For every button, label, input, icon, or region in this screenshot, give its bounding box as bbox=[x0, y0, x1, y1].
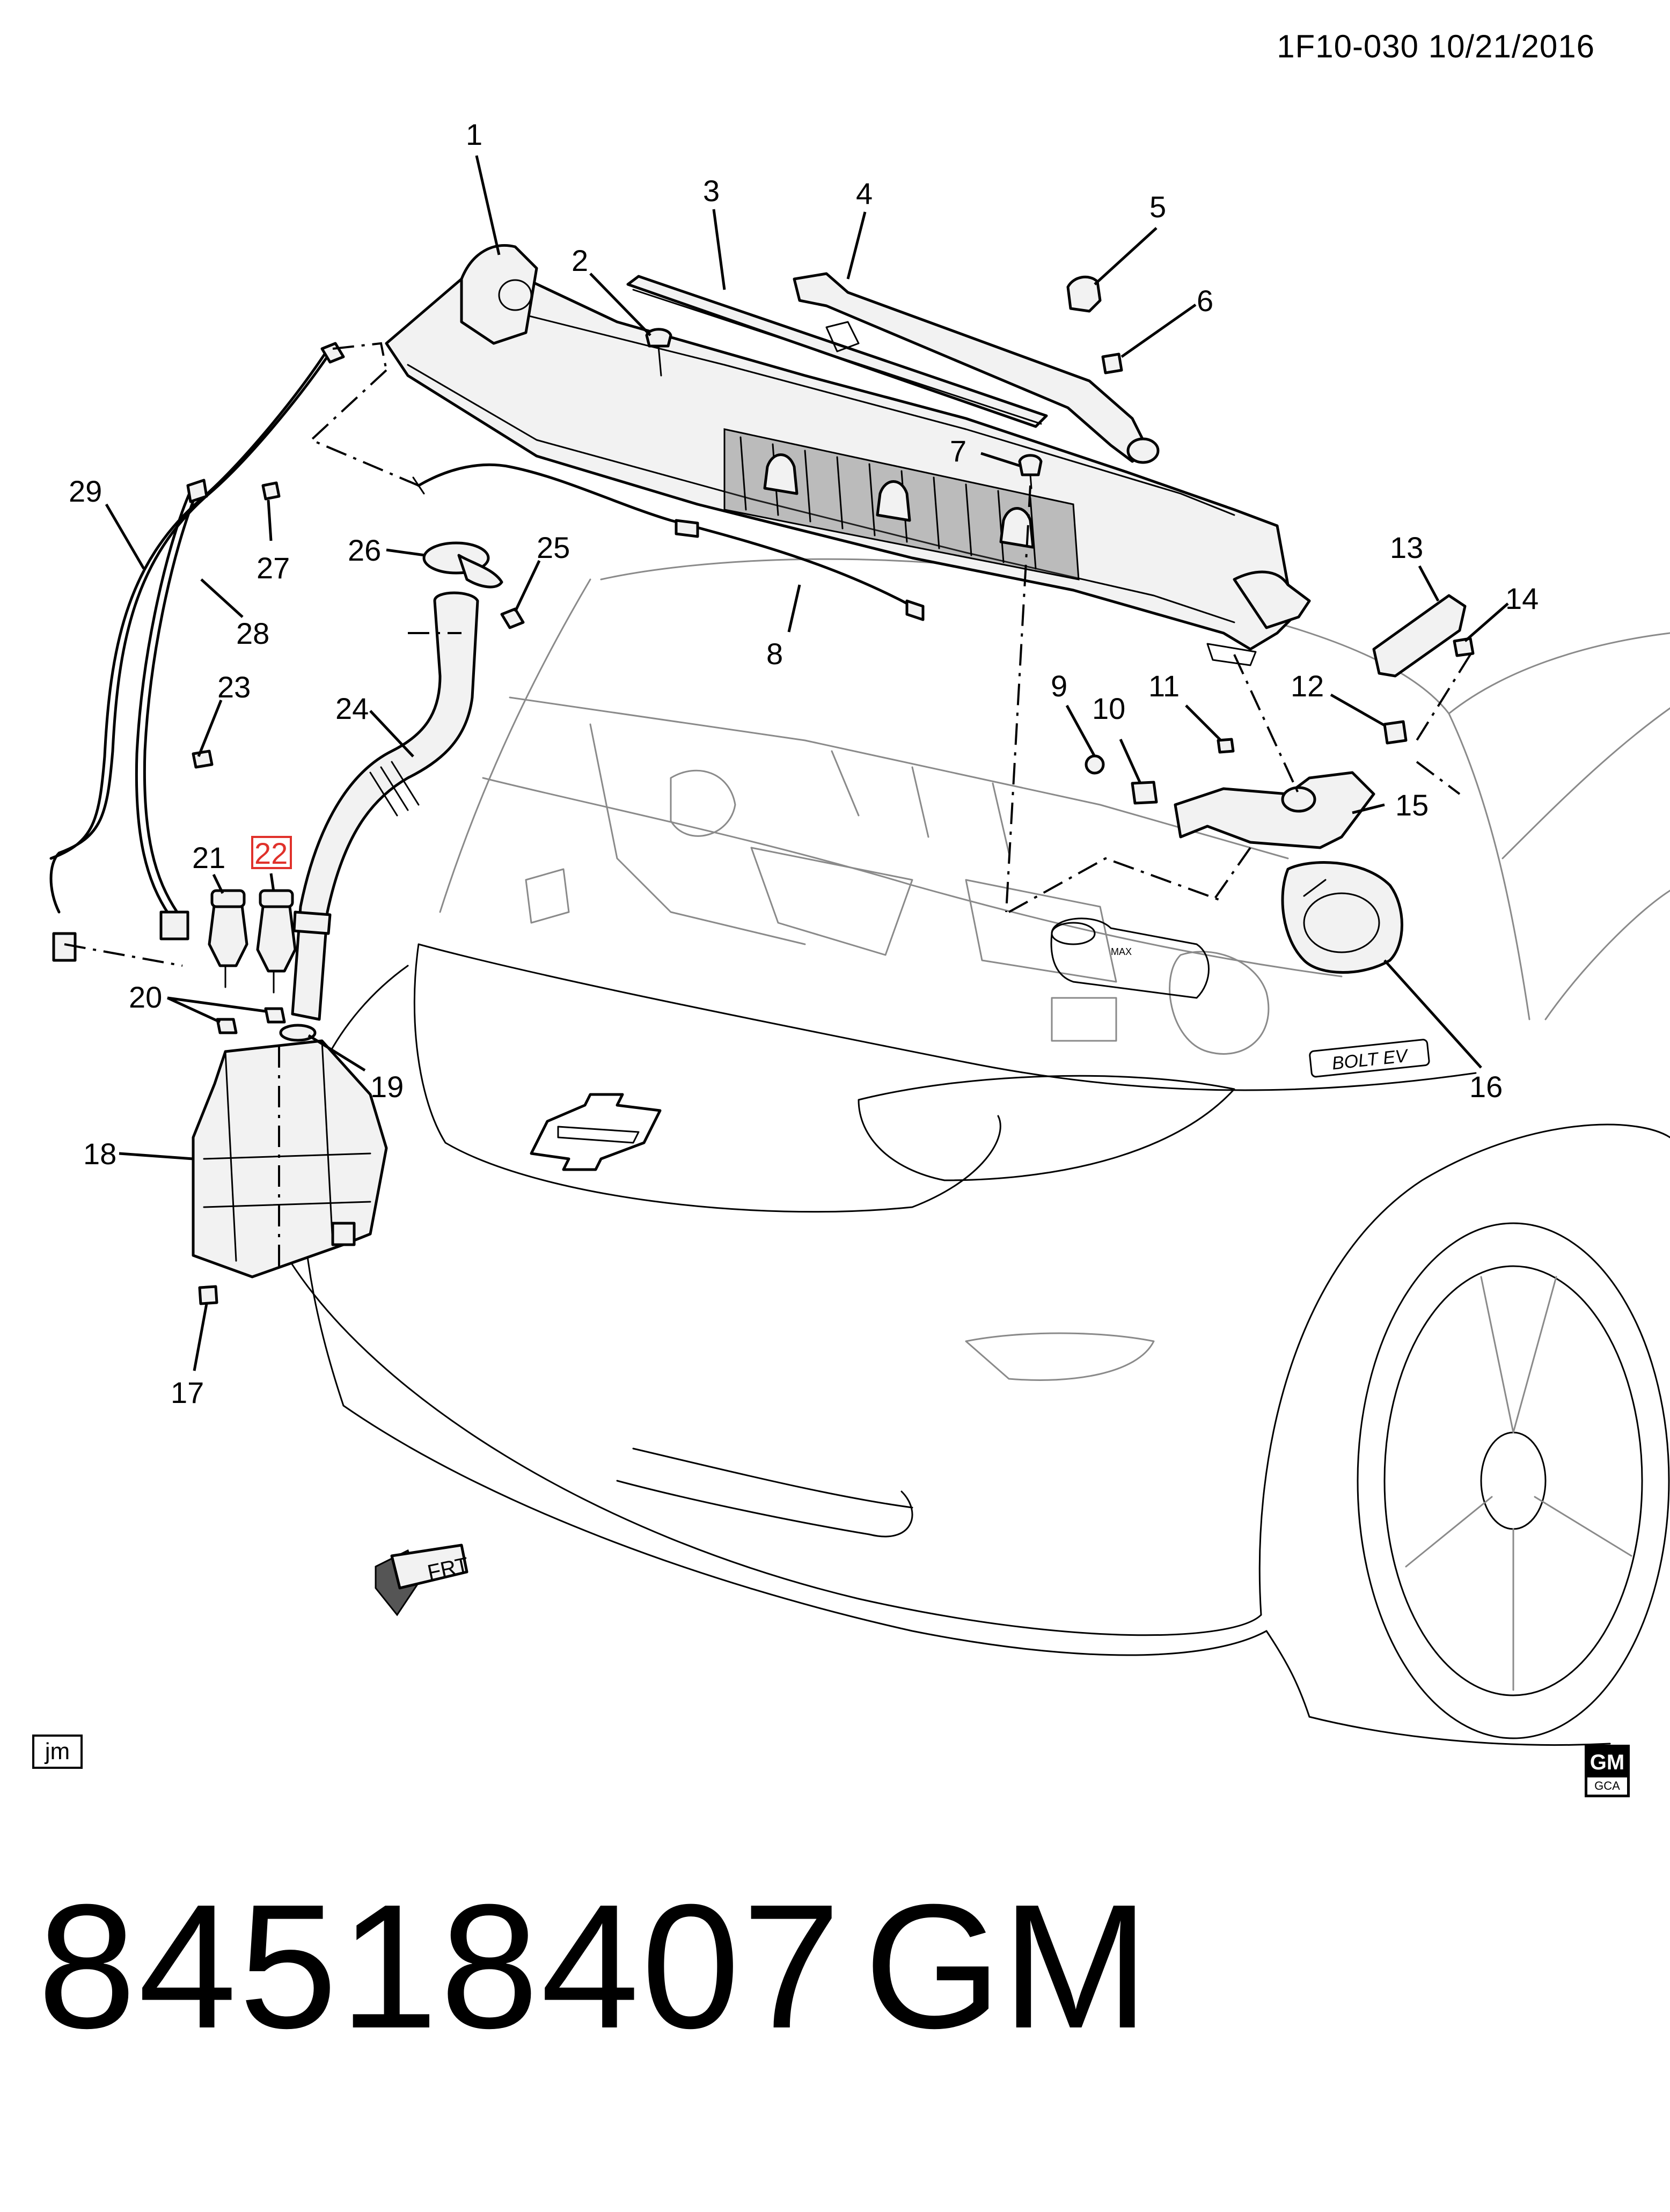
assembly-guide-lines bbox=[64, 342, 1471, 1266]
callout-15: 15 bbox=[1395, 788, 1429, 822]
wiper-transmission bbox=[1174, 771, 1375, 849]
callout-28: 28 bbox=[236, 616, 269, 650]
callout-22-highlight-box bbox=[251, 836, 292, 869]
pump-seal-20a bbox=[216, 1018, 238, 1034]
callout-18: 18 bbox=[83, 1137, 116, 1171]
bolt-9 bbox=[1085, 754, 1105, 775]
callout-16: 16 bbox=[1469, 1070, 1503, 1104]
callout-13: 13 bbox=[1390, 531, 1423, 564]
bowtie-emblem bbox=[530, 1093, 662, 1171]
callout-17: 17 bbox=[171, 1376, 204, 1409]
nut-14 bbox=[1453, 637, 1475, 657]
callout-21: 21 bbox=[192, 841, 225, 874]
callout-leader-lines bbox=[105, 155, 1509, 1371]
hose-clip-27 bbox=[261, 481, 281, 501]
washer-filler-tube bbox=[291, 591, 479, 1021]
filler-seal-19 bbox=[279, 1024, 317, 1042]
wiper-arm bbox=[793, 272, 1160, 464]
washer-pump-21 bbox=[208, 889, 248, 988]
artist-initials-box: jm bbox=[32, 1735, 83, 1769]
washer-pump-22 bbox=[256, 889, 297, 994]
wiper-arm-nut bbox=[1101, 352, 1123, 374]
part-number: 84518407 bbox=[38, 1867, 843, 2065]
callout-7: 7 bbox=[950, 434, 966, 468]
callout-27: 27 bbox=[257, 551, 290, 585]
callout-1: 1 bbox=[466, 117, 482, 151]
callout-5: 5 bbox=[1149, 190, 1166, 224]
bolt-12 bbox=[1383, 720, 1408, 745]
front-direction-marker: FRT bbox=[375, 1544, 471, 1616]
pump-seal-20b bbox=[264, 1007, 286, 1024]
engine-bay-components: MAX bbox=[482, 696, 1343, 1055]
callout-26: 26 bbox=[348, 533, 381, 567]
callout-4: 4 bbox=[856, 177, 873, 210]
wiper-arm-cap bbox=[1066, 275, 1102, 313]
push-in-retainer bbox=[1018, 454, 1043, 489]
nut-10 bbox=[1131, 781, 1158, 805]
gm-logo-subtext: GCA bbox=[1594, 1779, 1620, 1792]
callout-labels: 1 2 3 4 5 6 7 8 9 10 11 12 13 14 15 16 1… bbox=[69, 117, 1539, 1409]
callout-23: 23 bbox=[217, 670, 251, 704]
callout-2: 2 bbox=[572, 244, 588, 277]
callout-9: 9 bbox=[1051, 669, 1067, 703]
diagram-id-and-date: 1F10-030 10/21/2016 bbox=[1277, 28, 1595, 64]
washer-filler-cap bbox=[422, 541, 503, 589]
callout-19: 19 bbox=[370, 1070, 404, 1104]
reservoir-max-mark: MAX bbox=[1111, 946, 1132, 957]
bolt-11 bbox=[1217, 738, 1235, 754]
gm-logo: GM GCA bbox=[1585, 1745, 1630, 1797]
filler-tube-retainer bbox=[500, 607, 525, 629]
callout-29: 29 bbox=[69, 474, 102, 508]
brand-name: GM bbox=[864, 1867, 1149, 2065]
callout-20: 20 bbox=[129, 980, 162, 1014]
callout-24: 24 bbox=[335, 692, 369, 725]
callout-8: 8 bbox=[766, 637, 783, 671]
callout-6: 6 bbox=[1197, 284, 1213, 318]
windshield-washer-hose bbox=[412, 463, 925, 621]
callout-10: 10 bbox=[1092, 692, 1125, 725]
washer-fluid-reservoir bbox=[192, 1039, 388, 1278]
callout-3: 3 bbox=[703, 174, 720, 208]
callout-22: 22 bbox=[254, 836, 288, 870]
air-inlet-grille-panel bbox=[385, 244, 1311, 666]
vehicle-front-outline: BOLT EV bbox=[289, 558, 1670, 1746]
reservoir-fastener bbox=[198, 1285, 218, 1305]
callout-25: 25 bbox=[537, 531, 570, 564]
wiper-module-bracket bbox=[1372, 594, 1467, 678]
wiper-motor bbox=[1281, 861, 1403, 974]
hose-clip-23 bbox=[192, 749, 214, 769]
callout-14: 14 bbox=[1505, 582, 1539, 615]
callout-11: 11 bbox=[1148, 669, 1180, 703]
vehicle-badge-text: BOLT EV bbox=[1331, 1046, 1410, 1074]
gm-logo-brand: GM bbox=[1587, 1747, 1627, 1777]
callout-12: 12 bbox=[1291, 669, 1324, 703]
